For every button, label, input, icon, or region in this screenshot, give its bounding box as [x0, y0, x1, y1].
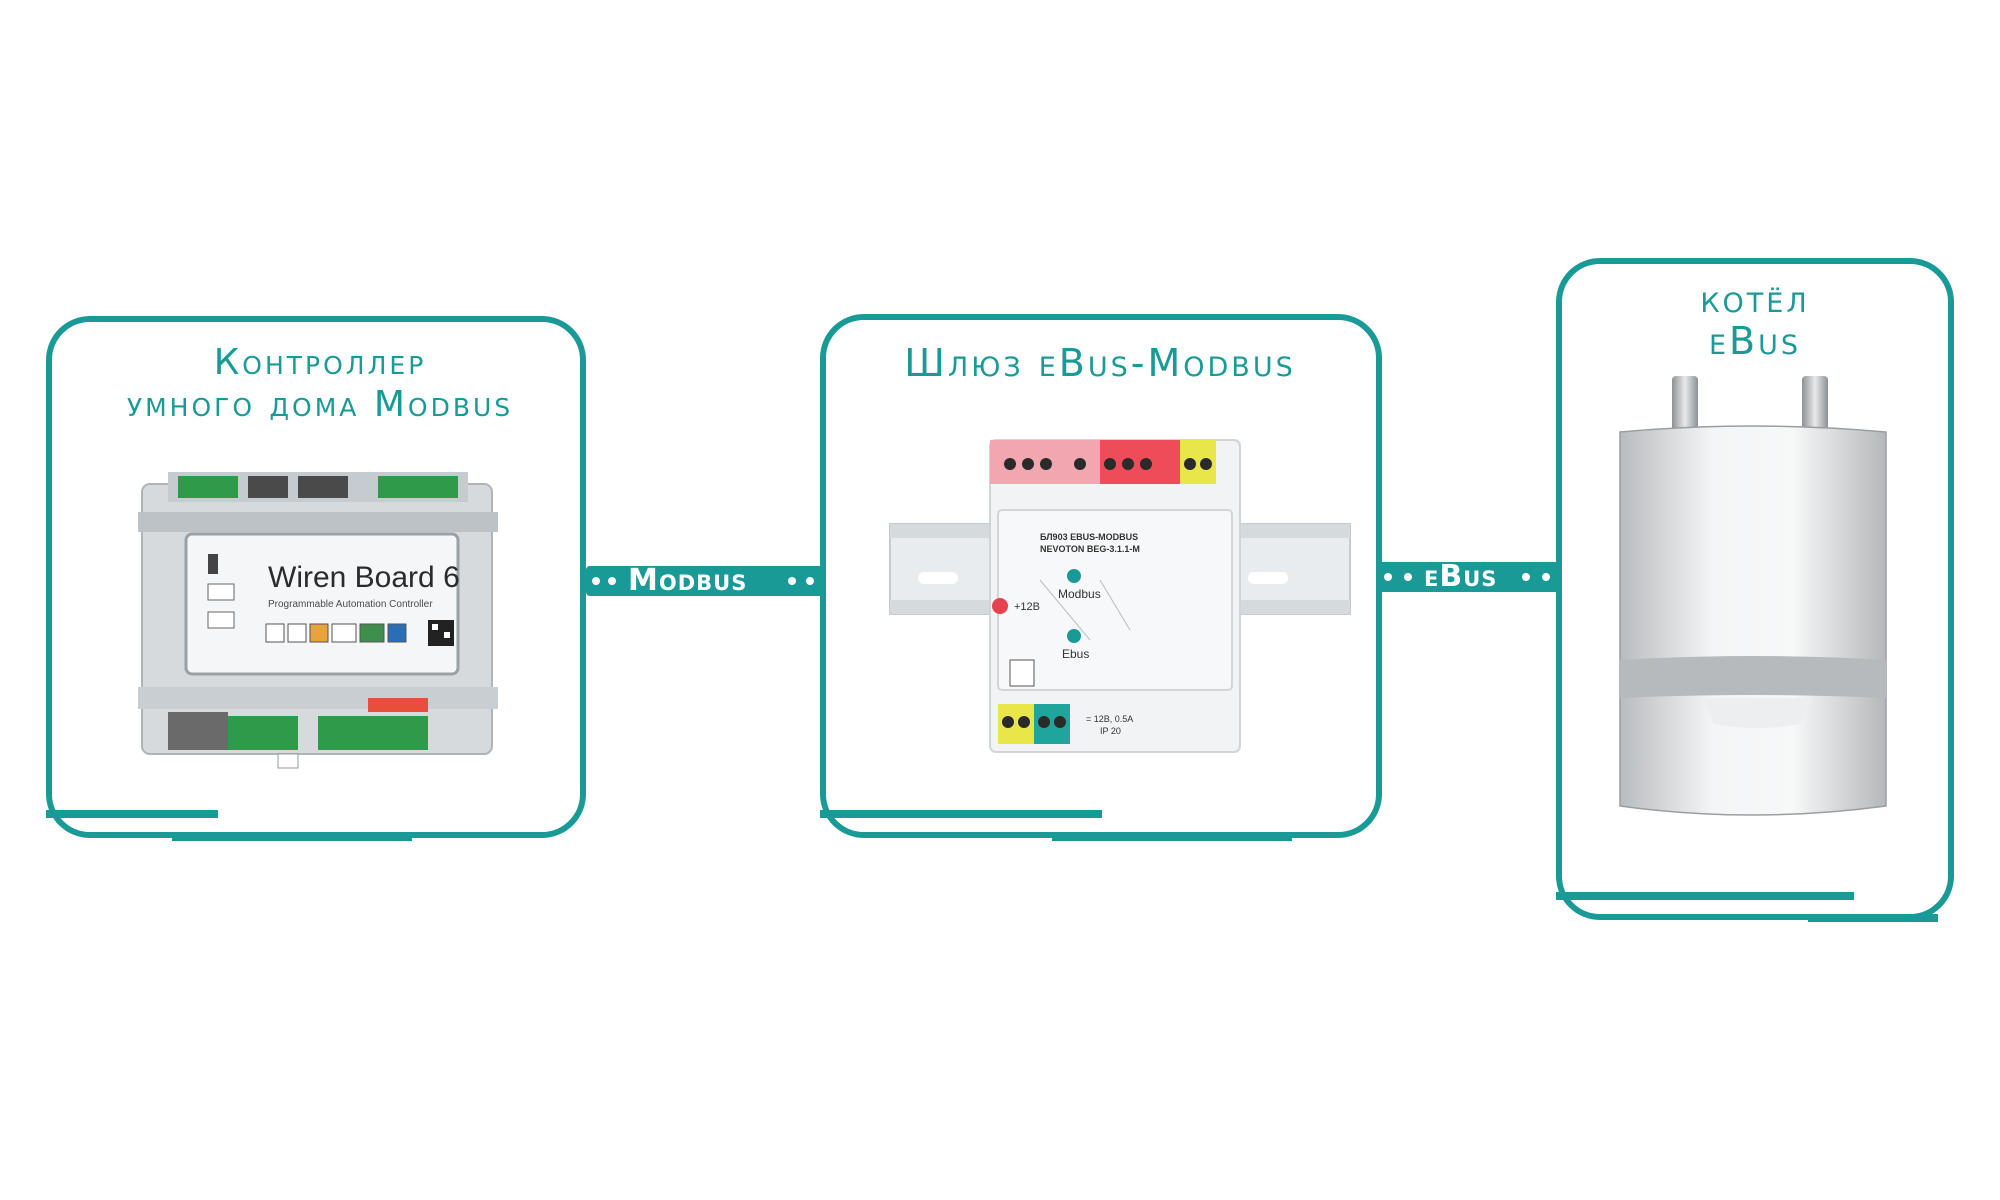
controller-corner-tab	[46, 810, 218, 818]
boiler-title-line1: котёл	[1700, 277, 1810, 321]
gateway-title: Шлюз eBus-Modbus	[904, 341, 1296, 385]
gateway-port-ebus: Ebus	[1062, 647, 1089, 661]
gateway-spec-line2: IP 20	[1100, 726, 1121, 736]
ebus-link-label: eBus	[1424, 559, 1498, 594]
boiler-illustration	[1619, 376, 1887, 816]
controller-title: Контроллер умного дома Modbus	[60, 342, 580, 426]
modbus-link-dot	[806, 577, 814, 585]
gateway-label-line1: БЛ903 EBUS-MODBUS	[1040, 532, 1138, 542]
modbus-link-label: Modbus	[628, 563, 748, 598]
controller-title-line1: Контроллер	[213, 342, 427, 383]
boiler-corner-tab	[1556, 892, 1854, 900]
modbus-link	[586, 566, 826, 596]
controller-corner-tab-2	[172, 833, 412, 841]
wiren-board-subtitle-text: Programmable Automation Controller	[268, 599, 433, 610]
ebus-link-dot	[1404, 573, 1412, 581]
boiler-corner-tab-2	[1808, 914, 1938, 922]
modbus-link-dot	[592, 577, 600, 585]
wiren-board-brand-text: Wiren Board 6	[268, 561, 460, 594]
gateway-spec-line1: = 12В, 0.5А	[1086, 714, 1133, 724]
gateway-corner-tab-2	[1052, 833, 1292, 841]
gateway-device: БЛ903 EBUS-MODBUS NEVOTON BEG-3.1.1-M +1…	[889, 439, 1351, 753]
modbus-link-dot	[608, 577, 616, 585]
boiler-title-line2: eBus	[1708, 319, 1802, 363]
ebus-link-dot	[1542, 573, 1550, 581]
ebus-link-dot	[1522, 573, 1530, 581]
gateway-corner-tab	[820, 810, 1102, 818]
boiler-title: котёл eBus	[1570, 278, 1940, 362]
ebus-link-dot	[1384, 573, 1392, 581]
modbus-link-dot	[788, 577, 796, 585]
wiren-board-device: Wiren Board 6 Programmable Automation Co…	[138, 472, 498, 769]
gateway-label-line2: NEVOTON BEG-3.1.1-M	[1040, 544, 1140, 554]
controller-title-line2: умного дома Modbus	[126, 384, 514, 425]
gateway-port-modbus: Modbus	[1058, 587, 1101, 601]
gateway-port-power: +12В	[1014, 601, 1040, 613]
